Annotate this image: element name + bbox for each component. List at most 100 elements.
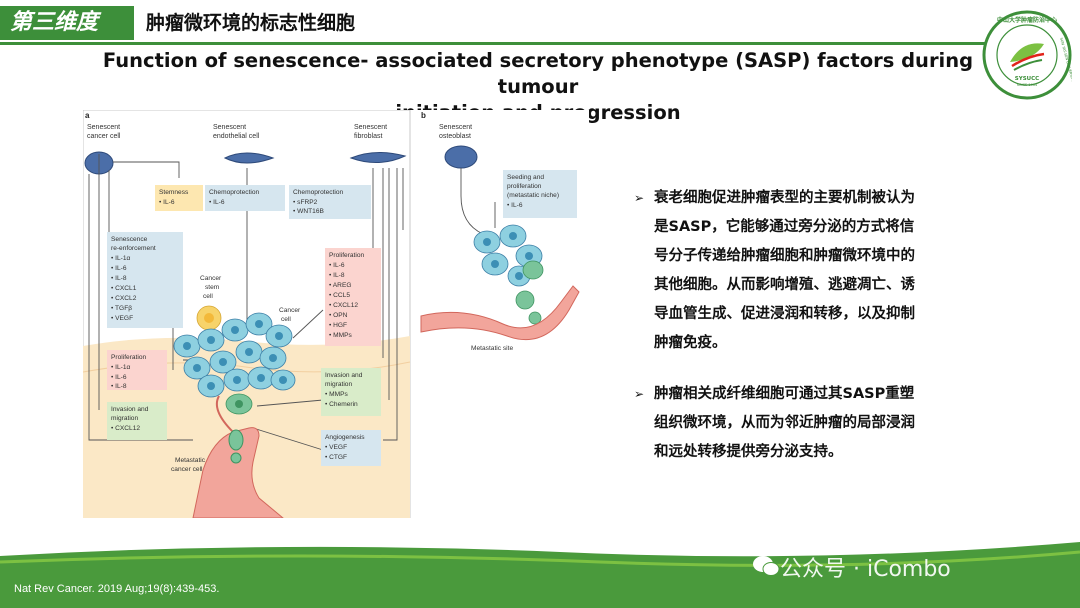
bullet-1-line-3: 号分子传递给肿瘤细胞和肿瘤微环境中的 [654,248,915,264]
panel-b-label: b [421,111,426,120]
header-divider [0,42,985,45]
box-prolif-right-item-4: • CCL5 [329,292,350,299]
box-stemness [155,185,203,211]
logo-text-top: 中山大学肿瘤防治中心 [997,16,1057,24]
label-senescent-endothelial-2: endothelial cell [213,133,260,140]
footer-wave [0,542,1080,608]
bullet-1-line-5: 导血管生成、促进浸润和转移，以及抑制 [654,306,915,322]
label-senescent-cancer-cell-1: Senescent [87,124,120,131]
senescent-fibroblast [349,152,407,163]
section-tag: 第三维度 [0,6,134,40]
box-proliferation-right [325,248,381,346]
box-seeding-item-1: • IL-6 [507,202,523,209]
box-prolif-left-item-1: • IL-1α [111,364,131,371]
label-senescent-fibroblast-2: fibroblast [354,133,382,140]
box-inv-right-item-1: • MMPs [325,391,349,398]
box-inv-left-title-2: migration [111,415,138,422]
box-prolif-right-item-1: • IL-6 [329,262,345,269]
box-prolif-right-item-8: • MMPs [329,332,353,339]
box-seeding-title-1: Seeding and [507,174,544,181]
logo-since: SINCE 1964 [1017,83,1038,87]
bullet-1-line-4: 其他细胞。从而影响增殖、逃避凋亡、诱 [654,277,915,293]
sysucc-logo: SYSUCC SINCE 1964 中山大学肿瘤防治中心 SUN YAT-SEN… [982,10,1072,100]
slide-title-line-1: Function of senescence- associated secre… [102,49,974,98]
logo-abbr: SYSUCC [1015,76,1039,82]
box-stemness-item-1: • IL-6 [159,199,175,206]
label-metastatic-cancer-cell-2: cancer cell [171,466,203,473]
box-reinf-title-1: Senescence [111,236,148,243]
bullet-caf-sasp: ➢ 肿瘤相关成纤维细胞可通过其SASP重塑 组织微环境，从而为邻近肿瘤的局部浸润… [634,380,964,467]
box-chemo-fibro-item-1: • sFRP2 [293,199,318,206]
box-prolif-right-item-6: • OPN [329,312,348,319]
box-prolif-right-title: Proliferation [329,252,365,259]
box-prolif-left-item-2: • IL-6 [111,374,127,381]
label-metastatic-cancer-cell-1: Metastatic [175,457,206,464]
box-inv-right-title-1: Invasion and [325,372,363,379]
box-prolif-right-item-7: • HGF [329,322,347,329]
box-angio-item-2: • CTGF [325,454,347,461]
watermark: 公众号 · iCombo [780,557,951,582]
box-invasion-right [321,368,381,416]
box-seeding-title-2: proliferation [507,183,542,190]
box-inv-left-item-1: • CXCL12 [111,425,140,432]
citation: Nat Rev Cancer. 2019 Aug;19(8):439-453. [14,583,220,595]
box-reinf-item-2: • IL-6 [111,265,127,272]
wechat-icon [753,556,780,576]
sasp-diagram: a b Senescent cancer cell Senescent endo… [83,110,589,518]
box-prolif-right-item-5: • CXCL12 [329,302,358,309]
box-prolif-right-item-2: • IL-8 [329,272,345,279]
label-cancer-stem-cell-2: stem [205,284,220,291]
box-prolif-left-title: Proliferation [111,354,147,361]
box-senescence-reinforcement [107,232,183,328]
label-senescent-osteoblast-1: Senescent [439,124,472,131]
bullet-arrow-icon: ➢ [634,191,645,205]
label-cancer-cell-2: cell [281,316,291,323]
box-inv-right-item-2: • Chemerin [325,401,358,408]
bullet-sasp-mechanism: ➢ 衰老细胞促进肿瘤表型的主要机制被认为 是SASP，它能够通过旁分泌的方式将信… [634,184,964,358]
box-inv-right-title-2: migration [325,381,352,388]
section-title: 肿瘤微环境的标志性细胞 [146,12,356,34]
box-reinf-item-3: • IL-8 [111,275,127,282]
label-cancer-stem-cell-3: cell [203,293,213,300]
box-invasion-left [107,402,167,440]
box-inv-left-title-1: Invasion and [111,406,149,413]
box-reinf-item-5: • CXCL2 [111,295,137,302]
label-metastatic-site: Metastatic site [471,345,513,352]
box-chemo-endo-item-1: • IL-6 [209,199,225,206]
box-prolif-left-item-3: • IL-8 [111,383,127,390]
label-senescent-osteoblast-2: osteoblast [439,133,471,140]
bullet-1-line-1: 衰老细胞促进肿瘤表型的主要机制被认为 [654,190,915,206]
bullet-2-line-1: 肿瘤相关成纤维细胞可通过其SASP重塑 [654,386,915,402]
panel-a-label: a [85,111,90,120]
box-chemoprotection-fibroblast [289,185,371,219]
box-angiogenesis [321,430,381,466]
box-reinf-title-2: re-enforcement [111,245,156,252]
bullet-2-line-3: 和远处转移提供旁分泌支持。 [654,444,843,460]
box-reinf-item-1: • IL-1α [111,255,131,262]
box-reinf-item-6: • TGFβ [111,305,132,312]
bullet-arrow-icon: ➢ [634,387,645,401]
senescent-osteoblast [444,145,478,169]
bullet-1-line-2: 是SASP，它能够通过旁分泌的方式将信 [654,219,915,235]
box-seeding-title-3: (metastatic niche) [507,192,559,199]
box-prolif-right-item-3: • AREG [329,282,351,289]
label-senescent-fibroblast-1: Senescent [354,124,387,131]
metastatic-site-vessel [420,285,580,341]
label-cancer-cell-1: Cancer [279,307,301,314]
metastatic-niche-cluster [473,224,544,325]
box-stemness-title: Stemness [159,189,189,196]
box-angio-item-1: • VEGF [325,444,347,451]
label-senescent-cancer-cell-2: cancer cell [87,133,121,140]
metastatic-cell [228,429,244,451]
box-chemoprotection-endothelial [205,185,285,211]
box-seeding [503,170,577,218]
box-reinf-item-7: • VEGF [111,315,133,322]
tumour-cluster [173,305,296,415]
bullet-2-line-2: 组织微环境，从而为邻近肿瘤的局部浸润 [654,415,915,431]
bullet-1-line-6: 肿瘤免疫。 [654,335,727,351]
blood-vessel [192,427,284,518]
box-chemo-fibro-title: Chemoprotection [293,189,344,196]
box-proliferation-left [107,350,167,390]
box-chemo-fibro-item-2: • WNT16B [293,208,324,215]
senescent-endothelial-cell [223,152,275,164]
